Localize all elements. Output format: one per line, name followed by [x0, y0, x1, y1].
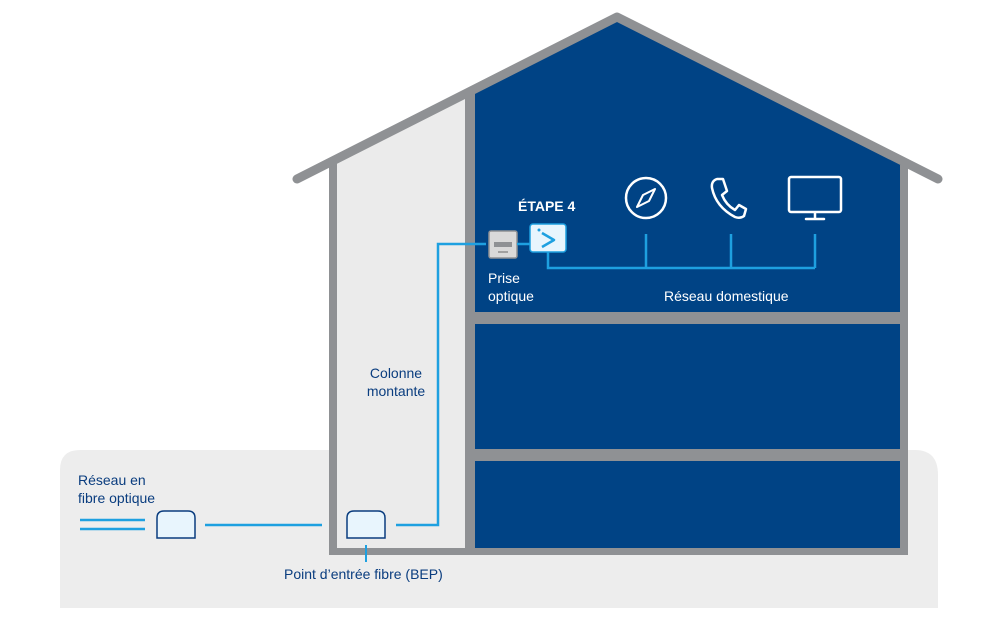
- riser-label-line2: montante: [366, 383, 426, 399]
- outlet-label-line1: Prise: [488, 270, 520, 286]
- house-floor: [329, 548, 908, 555]
- phone-icon: [710, 177, 748, 220]
- optical-outlet-icon: [488, 230, 518, 259]
- home-network-label: Réseau domestique: [664, 288, 789, 304]
- bep-box-icon: [346, 510, 386, 539]
- street-box-icon: [156, 510, 196, 539]
- outlet-label-line2: optique: [488, 288, 534, 304]
- central-wall: [465, 92, 475, 552]
- riser-label-line1: Colonne: [369, 365, 423, 381]
- router-icon: [529, 223, 567, 253]
- left-wall: [329, 160, 337, 552]
- right-wall: [900, 165, 908, 555]
- step-label: ÉTAPE 4: [518, 198, 576, 214]
- house-body: [474, 15, 902, 552]
- riser-label: Colonne montante: [355, 364, 437, 400]
- fiber-network-label: Réseau en fibre optique: [78, 471, 155, 507]
- riser-cable: [396, 242, 486, 527]
- fiber-network-label-line1: Réseau en: [78, 472, 146, 488]
- fiber-network-label-line2: fibre optique: [78, 490, 156, 506]
- roof: [292, 12, 943, 184]
- floor-divider-1: [474, 312, 902, 324]
- floor-divider-2: [474, 449, 902, 461]
- home-network-bus: [546, 252, 815, 270]
- bep-label: Point d’entrée fibre (BEP): [284, 566, 443, 582]
- outlet-label: Prise optique: [488, 269, 534, 305]
- monitor-icon: [787, 175, 843, 221]
- compass-icon: [624, 176, 668, 220]
- stairwell: [333, 92, 465, 552]
